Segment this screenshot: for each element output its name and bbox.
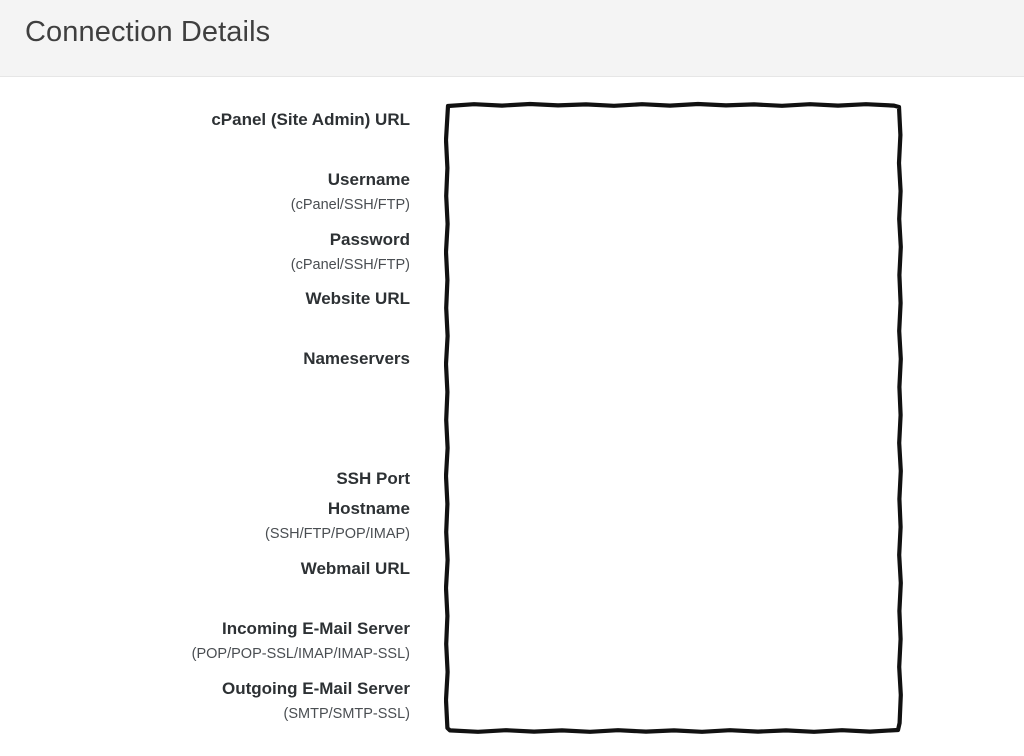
field-label-ssh-port: SSH Port — [336, 469, 410, 488]
field-row-incoming-email-server: Incoming E-Mail Server (POP/POP-SSL/IMAP/… — [0, 618, 410, 665]
field-label-column: cPanel (Site Admin) URL Username (cPanel/S… — [0, 77, 410, 756]
field-label-cpanel-site-admin-url: cPanel (Site Admin) URL — [211, 110, 410, 129]
field-sublabel-hostname: (SSH/FTP/POP/IMAP) — [264, 526, 410, 542]
page-header: Connection Details — [0, 0, 1024, 77]
field-row-password: Password (cPanel/SSH/FTP) — [0, 229, 410, 276]
field-value-column — [444, 101, 903, 734]
field-sublabel-username: (cPanel/SSH/FTP) — [290, 197, 410, 213]
value-surface — [450, 107, 897, 728]
field-label-website-url: Website URL — [305, 289, 410, 308]
field-row-username: Username (cPanel/SSH/FTP) — [0, 169, 410, 216]
field-sublabel-outgoing-email-server: (SMTP/SMTP-SSL) — [283, 706, 410, 722]
field-label-outgoing-email-server: Outgoing E-Mail Server — [222, 679, 410, 698]
redaction-box-outline — [444, 101, 903, 734]
field-label-webmail-url: Webmail URL — [300, 559, 410, 578]
field-label-password: Password — [329, 230, 410, 249]
field-label-hostname: Hostname — [327, 499, 410, 518]
field-sublabel-password: (cPanel/SSH/FTP) — [290, 257, 410, 273]
field-row-nameservers: Nameservers — [0, 348, 410, 370]
field-row-ssh-port: SSH Port — [0, 468, 410, 490]
field-label-incoming-email-server: Incoming E-Mail Server — [222, 619, 410, 638]
page-title: Connection Details — [25, 16, 271, 48]
connection-details-body: cPanel (Site Admin) URL Username (cPanel/S… — [0, 77, 1024, 756]
field-row-webmail-url: Webmail URL — [0, 558, 410, 580]
field-label-username: Username — [327, 170, 410, 189]
field-label-nameservers: Nameservers — [303, 349, 410, 368]
field-row-cpanel-site-admin-url: cPanel (Site Admin) URL — [0, 109, 410, 131]
field-sublabel-incoming-email-server: (POP/POP-SSL/IMAP/IMAP-SSL) — [191, 646, 410, 662]
field-row-outgoing-email-server: Outgoing E-Mail Server (SMTP/SMTP-SSL) — [0, 678, 410, 725]
field-row-hostname: Hostname (SSH/FTP/POP/IMAP) — [0, 498, 410, 545]
field-row-website-url: Website URL — [0, 288, 410, 310]
redaction-box — [444, 101, 903, 734]
